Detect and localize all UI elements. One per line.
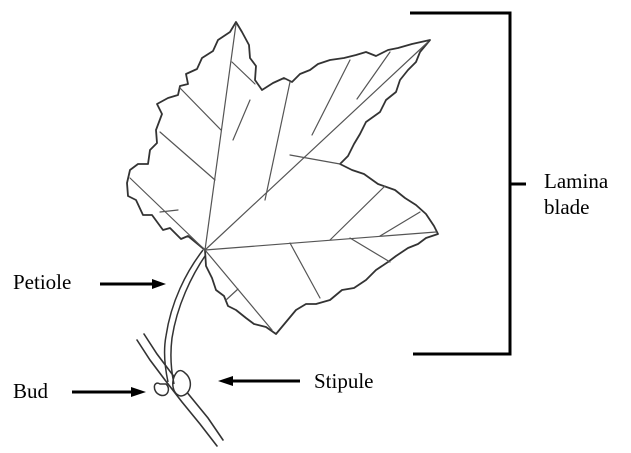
petiole-arrow xyxy=(100,279,166,289)
lamina-bracket xyxy=(410,13,526,354)
lamina-label: Lamina blade xyxy=(544,168,608,220)
bud-shape xyxy=(154,383,168,395)
lamina-label-line2: blade xyxy=(544,195,589,219)
stipule-label: Stipule xyxy=(314,371,374,392)
petiole-label: Petiole xyxy=(13,272,71,293)
lamina-label-line1: Lamina xyxy=(544,169,608,193)
bud-arrow xyxy=(72,387,146,397)
petiole-stem xyxy=(165,250,207,384)
stipule-shape xyxy=(173,371,191,396)
bud-label: Bud xyxy=(13,381,48,402)
stipule-arrow xyxy=(218,376,300,386)
